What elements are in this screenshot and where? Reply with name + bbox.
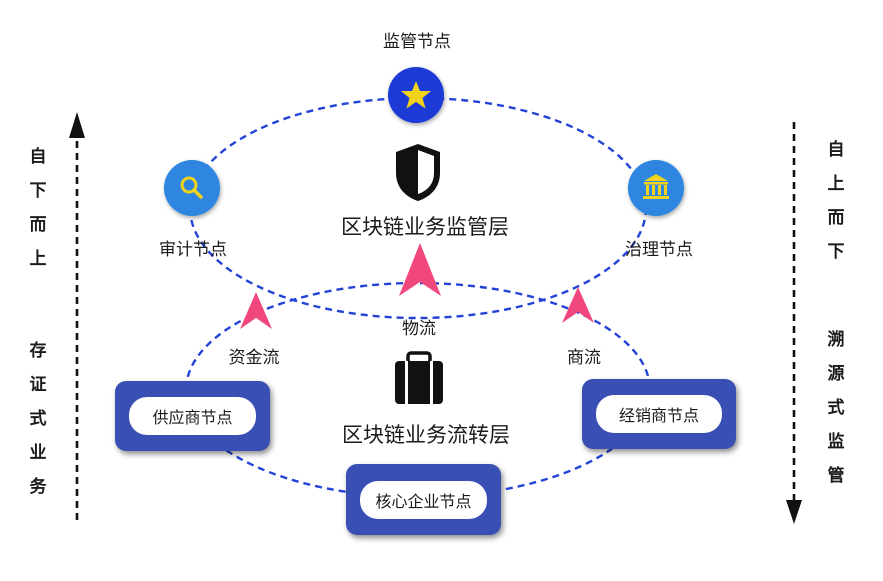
- circulation-layer-title: 区块链业务流转层: [342, 423, 510, 447]
- search-icon: [164, 160, 220, 216]
- core-enterprise-node[interactable]: 核心企业节点: [346, 464, 501, 535]
- left-axis-meaning: 存证式业务: [25, 341, 46, 511]
- supplier-node-label: 供应商节点: [129, 397, 256, 435]
- regulator-node-label: 监管节点: [383, 32, 451, 52]
- supervision-layer-ring: [188, 96, 648, 320]
- capital-flow-label: 资金流: [228, 348, 280, 368]
- left-axis-direction: 自下而上: [25, 147, 46, 283]
- flow-arrow-icon: [240, 292, 272, 329]
- shield-icon: [396, 144, 440, 201]
- flow-arrow-icon: [399, 243, 441, 296]
- right-axis-caption: 自上而下: [821, 140, 845, 276]
- left-axis-caption: 自下而上: [23, 147, 47, 283]
- up-arrow-icon: [69, 112, 85, 520]
- supervision-layer-title: 区块链业务监管层: [341, 215, 509, 239]
- down-arrow-icon: [786, 122, 802, 524]
- audit-node-label: 审计节点: [159, 240, 227, 260]
- distributor-node[interactable]: 经销商节点: [582, 379, 736, 449]
- right-axis-meaning: 溯源式监管: [823, 330, 844, 500]
- commerce-flow-label: 商流: [567, 348, 601, 368]
- logistics-flow-label: 物流: [402, 319, 436, 339]
- briefcase-icon: [395, 351, 443, 404]
- right-axis-direction: 自上而下: [823, 140, 844, 276]
- distributor-node-label: 经销商节点: [596, 395, 722, 433]
- left-axis-meaning-wrap: 存证式业务: [23, 341, 47, 511]
- core-enterprise-node-label: 核心企业节点: [360, 480, 487, 519]
- supplier-node[interactable]: 供应商节点: [115, 381, 270, 451]
- bank-icon: [628, 160, 684, 216]
- governance-node-label: 治理节点: [625, 240, 693, 260]
- star-icon: [388, 67, 444, 123]
- flow-arrow-icon: [562, 287, 594, 323]
- right-axis-meaning-wrap: 溯源式监管: [821, 330, 845, 500]
